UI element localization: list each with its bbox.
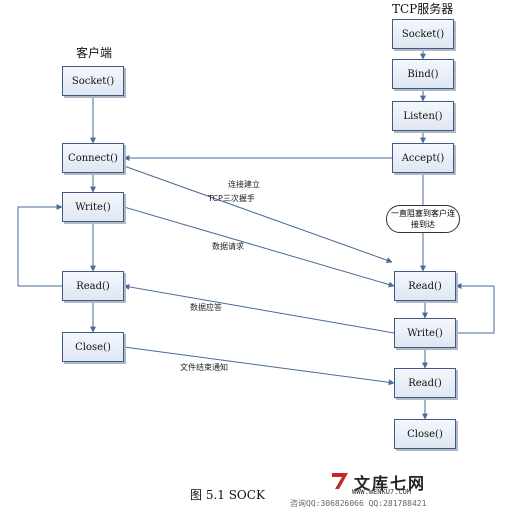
label-eof: 文件结束通知 bbox=[180, 363, 228, 372]
client-write-box: Write() bbox=[62, 192, 124, 222]
server-accept-box: Accept() bbox=[392, 143, 454, 173]
seven-logo-icon bbox=[332, 473, 348, 489]
server-write-loop-arrow bbox=[455, 283, 495, 334]
server-read-box: Read() bbox=[394, 271, 456, 301]
server-write-box: Write() bbox=[394, 318, 456, 348]
server-read2-box: Read() bbox=[394, 368, 456, 398]
client-title: 客户端 bbox=[76, 46, 113, 60]
client-close-box: Close() bbox=[62, 332, 124, 362]
server-bind-box: Bind() bbox=[392, 59, 454, 89]
label-request: 数据请求 bbox=[212, 242, 244, 251]
figure-caption: 图 5.1 SOCK bbox=[190, 488, 265, 502]
brand-name: 文库七网 bbox=[354, 474, 427, 493]
label-handshake: TCP三次握手 bbox=[208, 194, 255, 203]
client-connect-box: Connect() bbox=[62, 143, 124, 173]
server-socket-box: Socket() bbox=[392, 19, 454, 49]
response-write-to-read-arrow bbox=[123, 283, 395, 334]
client-read-box: Read() bbox=[62, 271, 124, 301]
request-write-to-read-arrow bbox=[123, 206, 395, 288]
brand-contact: 咨询QQ:306826066 QQ:281788421 bbox=[290, 499, 427, 508]
brand-logo: 文库七网 WWW.WENKU7.COM 咨询QQ:306826066 QQ:28… bbox=[290, 470, 500, 510]
block-note: 一直阻塞到客户连接到达 bbox=[386, 205, 460, 233]
server-listen-box: Listen() bbox=[392, 101, 454, 131]
eof-close-to-read2-arrow bbox=[123, 346, 395, 386]
label-response: 数据应答 bbox=[190, 303, 222, 312]
server-close-box: Close() bbox=[394, 419, 456, 449]
client-read-loop-arrow bbox=[17, 204, 63, 287]
brand-url: WWW.WENKU7.COM bbox=[352, 488, 412, 496]
server-title: TCP服务器 bbox=[392, 2, 454, 16]
client-socket-box: Socket() bbox=[62, 66, 124, 96]
handshake-connect-to-accept-arrow bbox=[123, 165, 393, 264]
label-connect: 连接建立 bbox=[228, 180, 260, 189]
